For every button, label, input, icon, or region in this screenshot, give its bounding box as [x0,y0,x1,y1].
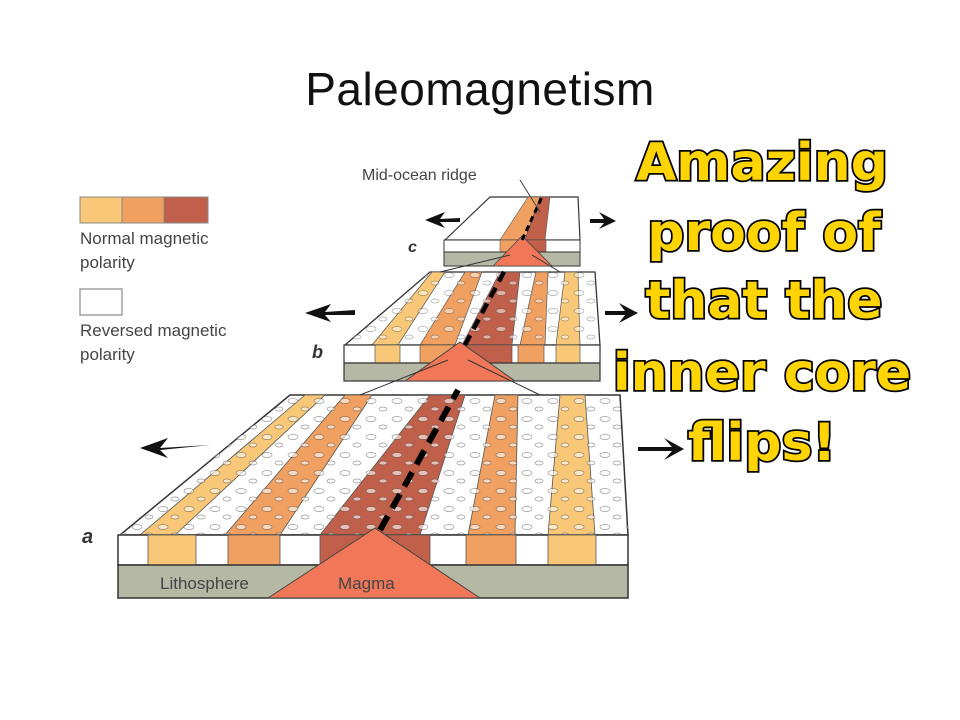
callout-line-5: flips! [688,413,836,473]
legend-swatch-normal-mid [121,196,165,224]
callout-line-1: Amazing [636,133,888,193]
callout-line-3: that the [645,271,882,331]
slide-title: Paleomagnetism [305,63,655,115]
callout-text: Amazing proof of that the inner core fli… [611,131,913,475]
legend: Normal magnetic polarity Reversed magnet… [79,196,227,364]
arrow-right-icon [605,303,638,323]
arrow-left-icon [305,304,355,322]
magma-label: Magma [338,574,395,593]
legend-swatch-normal-light [79,196,123,224]
stage-b-label: b [312,342,323,362]
arrow-right-icon [638,438,684,460]
legend-normal-label-2: polarity [80,253,135,272]
arrow-right-icon [590,212,616,229]
callout-line-2: proof of [647,203,882,263]
stage-c-label: c [408,239,417,256]
legend-swatch-reversed [79,288,123,316]
legend-swatch-normal-dark [163,196,209,224]
legend-reversed-label-2: polarity [80,345,135,364]
callout-line-4: inner core [613,343,911,403]
arrow-left-icon [140,438,210,458]
stage-a-block: Lithosphere Magma a [82,388,684,599]
stage-b-block: b [305,268,638,382]
stage-c-block: c [408,196,616,267]
legend-normal-label-1: Normal magnetic [80,229,209,248]
ridge-label: Mid-ocean ridge [362,167,477,184]
legend-reversed-label-1: Reversed magnetic [80,321,227,340]
stage-a-label: a [82,526,93,548]
lithosphere-label: Lithosphere [160,574,249,593]
arrow-left-icon [425,212,460,228]
